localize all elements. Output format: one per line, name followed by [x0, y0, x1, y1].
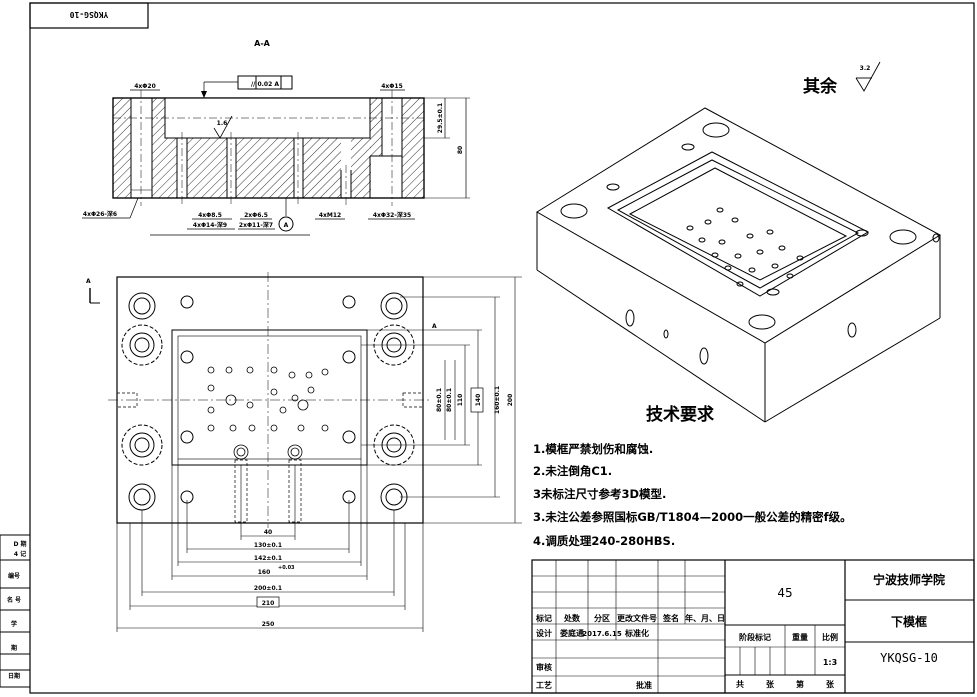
dim-80-a: 80±0.1	[436, 388, 443, 412]
datum-a: A	[284, 222, 289, 229]
dim-4x15: 4xΦ15	[381, 83, 403, 90]
tb-school: 宁波技师学院	[873, 572, 945, 587]
tb-process-label: 工艺	[536, 680, 552, 690]
dim-29-5: 29.5±0.1	[437, 103, 444, 133]
dim-130: 130±0.1	[254, 542, 282, 549]
section-view: A-A	[82, 39, 470, 236]
dim-4x32: 4xΦ32-深35	[373, 211, 411, 219]
title-block	[531, 559, 975, 694]
dim-4x26: 4xΦ26-深6	[83, 210, 117, 218]
dim-40: 40	[264, 529, 272, 536]
drawing-border	[29, 2, 975, 694]
tb-scale-label: 比例	[822, 632, 838, 642]
dim-80-b: 80±0.1	[446, 388, 453, 412]
tb-sheet-3: 张	[826, 680, 835, 689]
dim-160-h: 160	[258, 569, 271, 576]
dim-200-h: 200±0.1	[254, 585, 282, 592]
ejector-holes	[207, 366, 329, 460]
tb-approve-label: 批准	[636, 680, 652, 690]
tb-drawing-no: YKQSG-10	[880, 651, 938, 665]
strip-label-1: 4 记	[14, 550, 26, 558]
plan-view: A A	[86, 272, 522, 632]
tb-row-label-5: 年、月、日	[685, 613, 725, 623]
tolerance-text: // 0.02 A	[251, 81, 279, 88]
dim-160: 160±0.1	[494, 386, 501, 414]
tb-sheet-2: 第	[796, 679, 804, 689]
tolerance-frame	[237, 75, 293, 90]
left-strip: D 期 4 记 编号 名 号 学 期 日期	[0, 534, 31, 688]
dim-4x8-5: 4xΦ8.5	[198, 212, 222, 219]
tb-weight-label: 重量	[792, 632, 808, 642]
tech-req-1: 1.模框严禁划伤和腐蚀.	[533, 442, 653, 456]
roughness-label: 其余	[803, 76, 838, 97]
strip-label-2: 编号	[8, 572, 20, 580]
strip-label-3: 名 号	[7, 596, 21, 604]
tb-standard-label: 标准化	[624, 628, 649, 638]
strip-label-4: 学	[11, 620, 17, 628]
tb-date: 2017.6.15	[582, 630, 622, 638]
dim-110: 110	[457, 394, 464, 407]
dim-4x14: 4xΦ14-深9	[193, 221, 227, 229]
tech-req-3: 3未标注尺寸参考3D模型.	[533, 487, 666, 501]
datum-a-circle	[278, 216, 294, 232]
tb-row-label-2: 分区	[594, 613, 610, 623]
section-arrow-a-right: A	[432, 323, 437, 330]
dim-200: 200	[507, 394, 514, 407]
dim-210: 210	[262, 600, 275, 607]
finish-value: 1.6	[217, 120, 228, 127]
dim-140: 140	[475, 394, 482, 407]
dim-2x11: 2xΦ11-深7	[239, 221, 273, 229]
tb-material: 45	[777, 586, 792, 600]
dim-80-height: 80	[457, 146, 464, 154]
tb-review-label: 审核	[536, 662, 552, 672]
strip-label-0: D 期	[13, 540, 26, 548]
dim-4x20: 4xΦ20	[134, 83, 156, 90]
tb-row-label-1: 处数	[563, 613, 581, 623]
tech-req-4: 3.未注公差参照国标GB/T1804—2000一般公差的精密f级。	[533, 510, 852, 524]
tb-part-name: 下模框	[891, 614, 927, 629]
code-box	[29, 2, 149, 29]
tech-req-title: 技术要求	[646, 404, 714, 425]
tb-sheet-1: 张	[766, 680, 775, 689]
dim-4xm12: 4xM12	[319, 212, 341, 219]
tb-designer: 娄庭通	[560, 628, 584, 638]
isometric-view	[536, 107, 941, 423]
tb-row-label-4: 签名	[662, 613, 679, 623]
tb-row-label-3: 更改文件号	[617, 613, 657, 623]
dim-2x6-5: 2xΦ6.5	[244, 212, 268, 219]
dim-250: 250	[262, 621, 275, 628]
tb-sheet-0: 共	[736, 679, 744, 689]
tb-row-label-0: 标记	[535, 613, 552, 623]
strip-label-5: 期	[10, 644, 17, 652]
section-arrow-a-left: A	[86, 278, 91, 285]
roughness-value: 3.2	[860, 65, 871, 72]
dim-142: 142±0.1	[254, 555, 282, 562]
roughness-symbol	[855, 61, 881, 92]
tb-stage-label: 阶段标记	[739, 632, 771, 642]
tech-req-5: 4.调质处理240-280HBS.	[533, 534, 675, 548]
tech-req-2: 2.未注倒角C1.	[533, 464, 612, 478]
strip-label-6: 日期	[8, 672, 20, 680]
tb-design-label: 设计	[536, 628, 552, 638]
code-box-text: YKQSG-10	[70, 10, 109, 19]
tb-scale: 1:3	[823, 658, 837, 667]
dim-160-h-tol: +0.03	[278, 565, 295, 571]
section-label: A-A	[254, 39, 271, 48]
